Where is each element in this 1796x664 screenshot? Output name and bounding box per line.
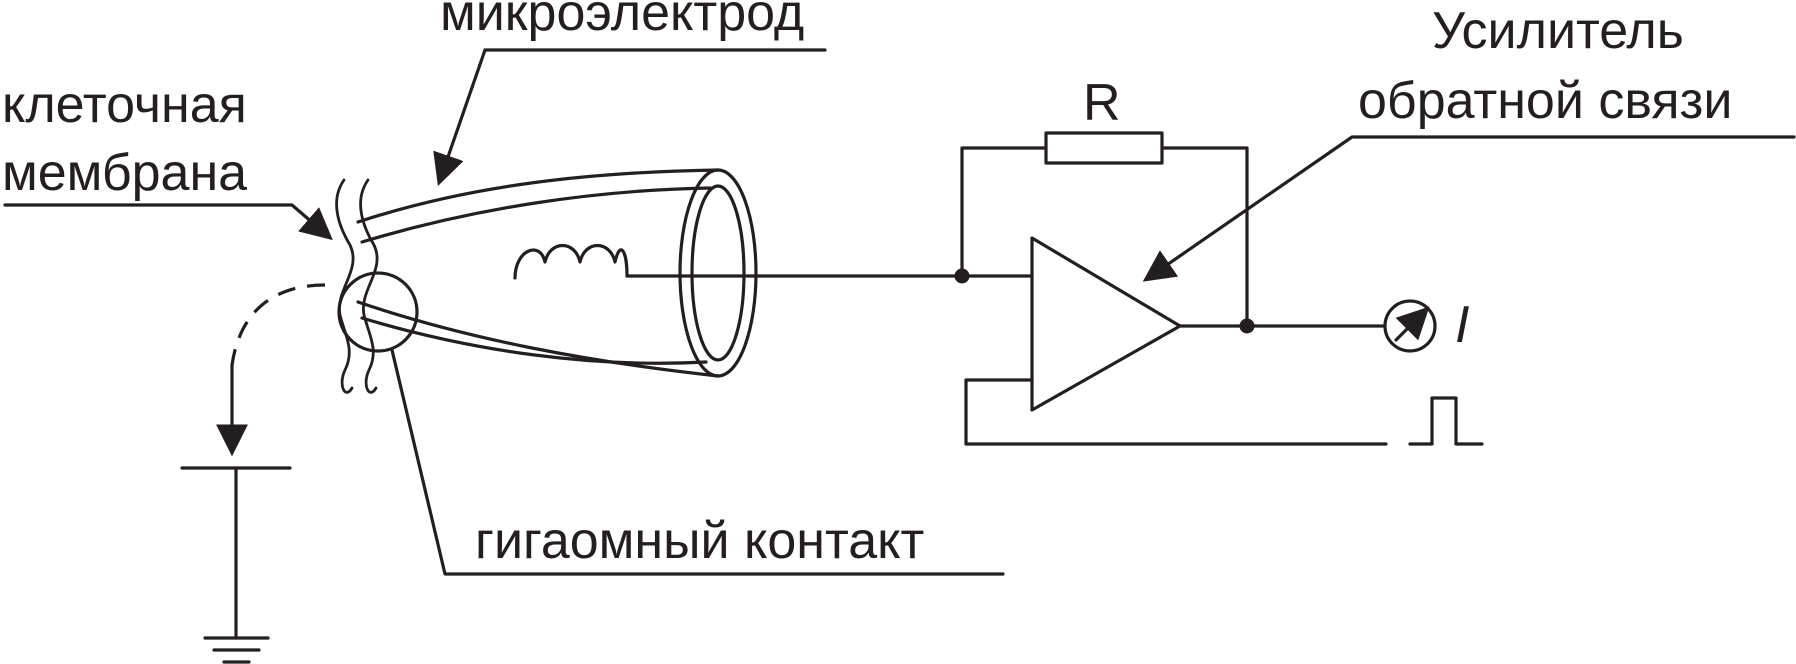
label-gigaseal: гигаомный контакт xyxy=(475,512,924,570)
gigaseal-circle xyxy=(337,271,419,353)
label-membrane-line2: мембрана xyxy=(2,144,247,202)
micropipette xyxy=(356,168,758,378)
label-microelectrode: микроэлектрод xyxy=(440,0,804,42)
cell-membrane xyxy=(335,178,379,394)
membrane-leader xyxy=(3,203,333,241)
amplifier-triangle xyxy=(960,236,1182,412)
label-membrane-line1: клеточная xyxy=(2,76,247,134)
feedback-loop xyxy=(960,131,1249,328)
label-current: I xyxy=(1455,296,1469,354)
microelectrode-leader xyxy=(433,48,827,187)
label-amplifier-line1: Усилитель xyxy=(1432,2,1684,60)
gigaseal-leader xyxy=(390,348,1005,576)
resistor-R xyxy=(1044,131,1164,165)
electrode-wire xyxy=(513,244,964,280)
label-resistor: R xyxy=(1083,74,1121,132)
pulse-icon xyxy=(1408,396,1484,446)
ammeter-icon xyxy=(1383,299,1437,353)
amplifier-leader xyxy=(1142,135,1796,282)
command-input-line xyxy=(964,378,1388,446)
ground-symbol xyxy=(180,466,292,664)
bath-electrode xyxy=(216,283,326,457)
label-amplifier-line2: обратной связи xyxy=(1358,72,1732,130)
output-node xyxy=(1239,318,1255,334)
